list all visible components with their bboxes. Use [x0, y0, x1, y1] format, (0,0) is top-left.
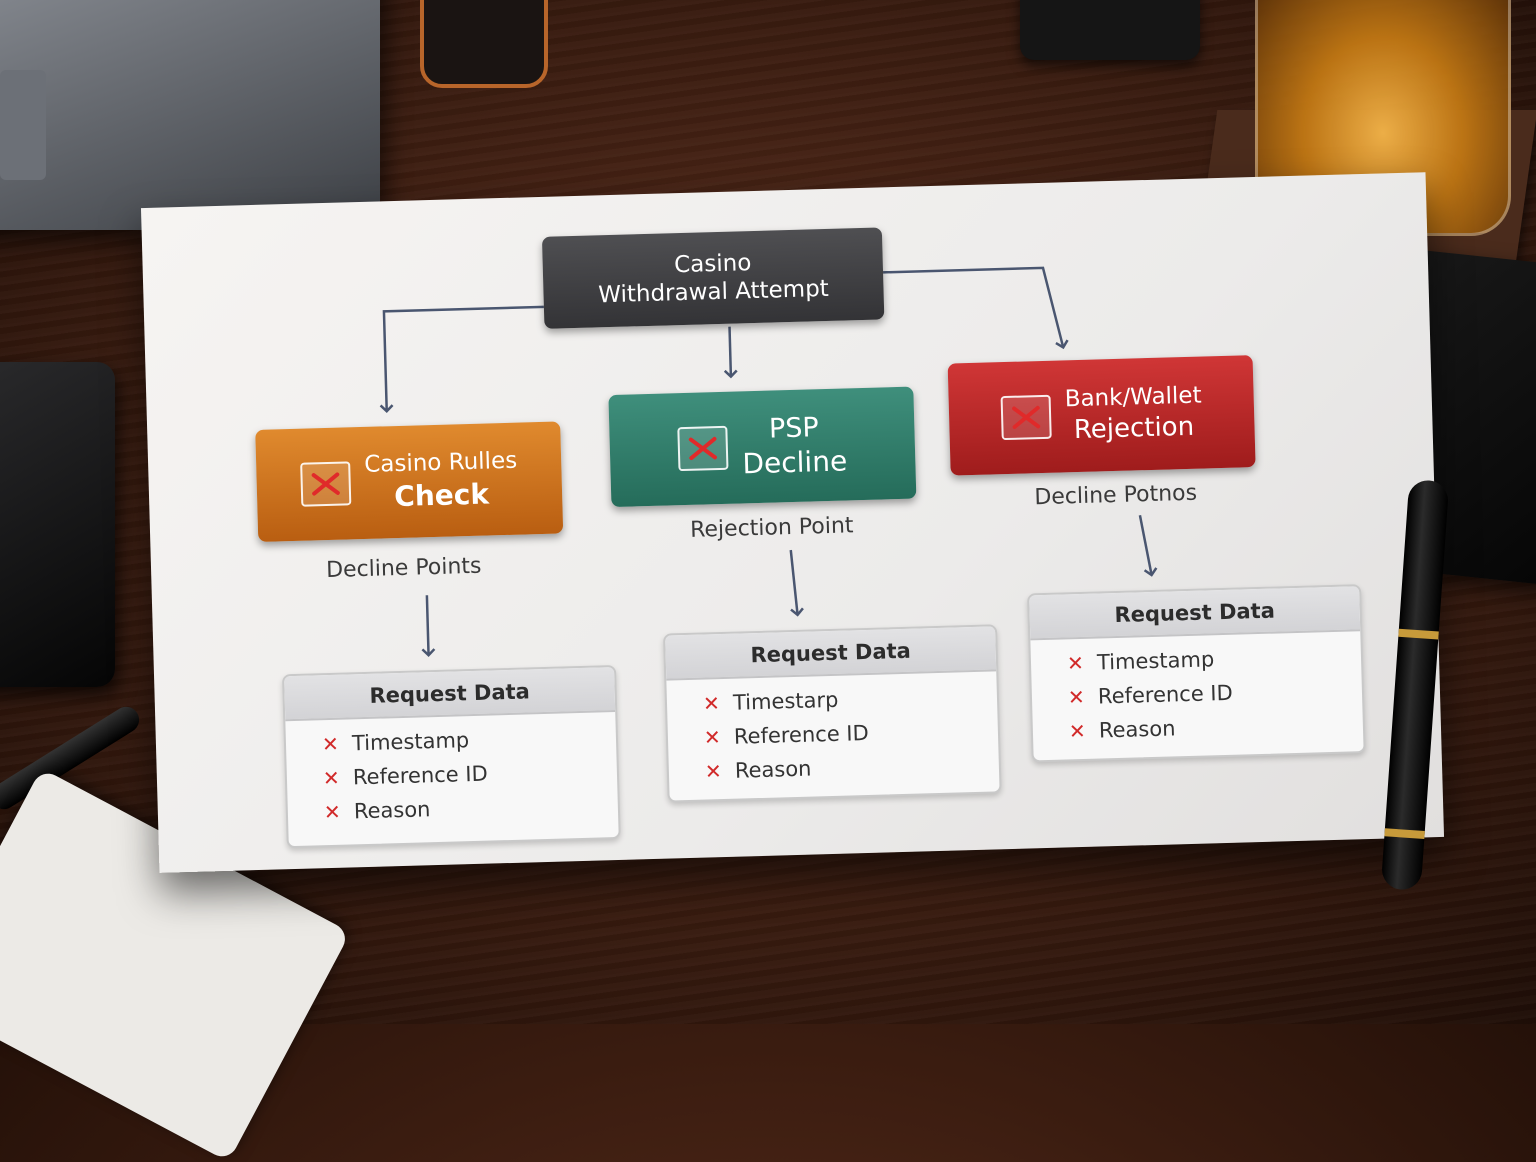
phone-left: [0, 362, 115, 687]
list-item: ✕ Reason: [704, 751, 1000, 784]
laptop: [0, 0, 380, 230]
flowchart-paper: Casino Withdrawal Attempt Casino Rulles …: [140, 172, 1445, 873]
node-psp-decline: PSP Decline: [608, 386, 917, 508]
item-text: Reference ID: [733, 720, 870, 749]
x-box-icon: [1000, 394, 1052, 441]
cross-icon: ✕: [321, 731, 340, 757]
flowchart: Casino Withdrawal Attempt Casino Rulles …: [141, 172, 1444, 873]
list-item: ✕ Reason: [324, 792, 619, 824]
cross-icon: ✕: [1068, 718, 1087, 744]
request-data-card-bank: Request Data ✕Timestamp ✕Reference ID ✕R…: [1027, 584, 1366, 763]
item-text: Reason: [734, 756, 812, 783]
laptop-trackpad: [0, 70, 46, 180]
cross-icon: ✕: [1066, 650, 1085, 676]
request-data-card-psp: Request Data ✕Timestarp ✕Reference ID ✕R…: [663, 624, 1002, 803]
item-text: Timestarp: [732, 687, 839, 715]
bank-title-line2: Rejection: [1073, 411, 1195, 446]
cross-icon: ✕: [323, 799, 342, 825]
device-top-right: [1020, 0, 1200, 60]
cross-icon: ✕: [1067, 684, 1086, 710]
root-line1: Casino: [673, 250, 752, 279]
list-item: ✕ Timestamp: [322, 724, 617, 756]
arrow-casino-card: [421, 595, 436, 657]
arrow-root-psp: [723, 326, 738, 379]
node-withdrawal-attempt: Casino Withdrawal Attempt: [541, 227, 885, 329]
phone-top: [420, 0, 548, 88]
casino-title-line2: Check: [393, 477, 490, 513]
x-box-icon: [300, 461, 352, 507]
item-text: Reason: [353, 797, 431, 824]
list-item: ✕ Timestarp: [702, 683, 998, 716]
arrow-root-casino: [379, 305, 544, 414]
list-item: ✕ Reference ID: [703, 717, 999, 750]
item-text: Timestamp: [351, 728, 470, 756]
item-text: Reference ID: [352, 761, 489, 790]
caption-casino: Decline Points: [325, 553, 482, 584]
psp-title-line1: PSP: [768, 411, 820, 445]
arrow-bank-card: [1138, 515, 1158, 577]
psp-title-line2: Decline: [742, 444, 848, 481]
list-item: ✕ Reason: [1069, 711, 1364, 743]
list-item: ✕ Timestamp: [1067, 643, 1362, 675]
arrow-root-bank: [883, 266, 1069, 350]
item-text: Timestamp: [1096, 647, 1215, 675]
request-data-card-casino: Request Data ✕Timestamp ✕Reference ID ✕R…: [282, 664, 621, 849]
cross-icon: ✕: [702, 691, 721, 716]
casino-title-line1: Casino Rulles: [363, 447, 518, 479]
x-box-icon: [677, 425, 729, 472]
list-item: ✕ Reference ID: [1067, 677, 1363, 710]
item-text: Reference ID: [1097, 680, 1234, 709]
arrow-psp-card: [789, 549, 804, 617]
list-item: ✕ Reference ID: [322, 758, 618, 791]
root-line2: Withdrawal Attempt: [597, 275, 830, 309]
item-text: Reason: [1098, 716, 1176, 743]
cross-icon: ✕: [704, 759, 723, 784]
connector-arrows: [379, 266, 1158, 657]
node-casino-rules-check: Casino Rulles Check: [255, 421, 564, 542]
caption-bank: Decline Potnos: [1034, 480, 1198, 511]
node-bank-wallet-rejection: Bank/Wallet Rejection: [947, 355, 1256, 476]
cross-icon: ✕: [703, 725, 722, 750]
cross-icon: ✕: [322, 765, 341, 791]
bank-title-line1: Bank/Wallet: [1064, 382, 1202, 413]
caption-psp: Rejection Point: [689, 513, 854, 543]
